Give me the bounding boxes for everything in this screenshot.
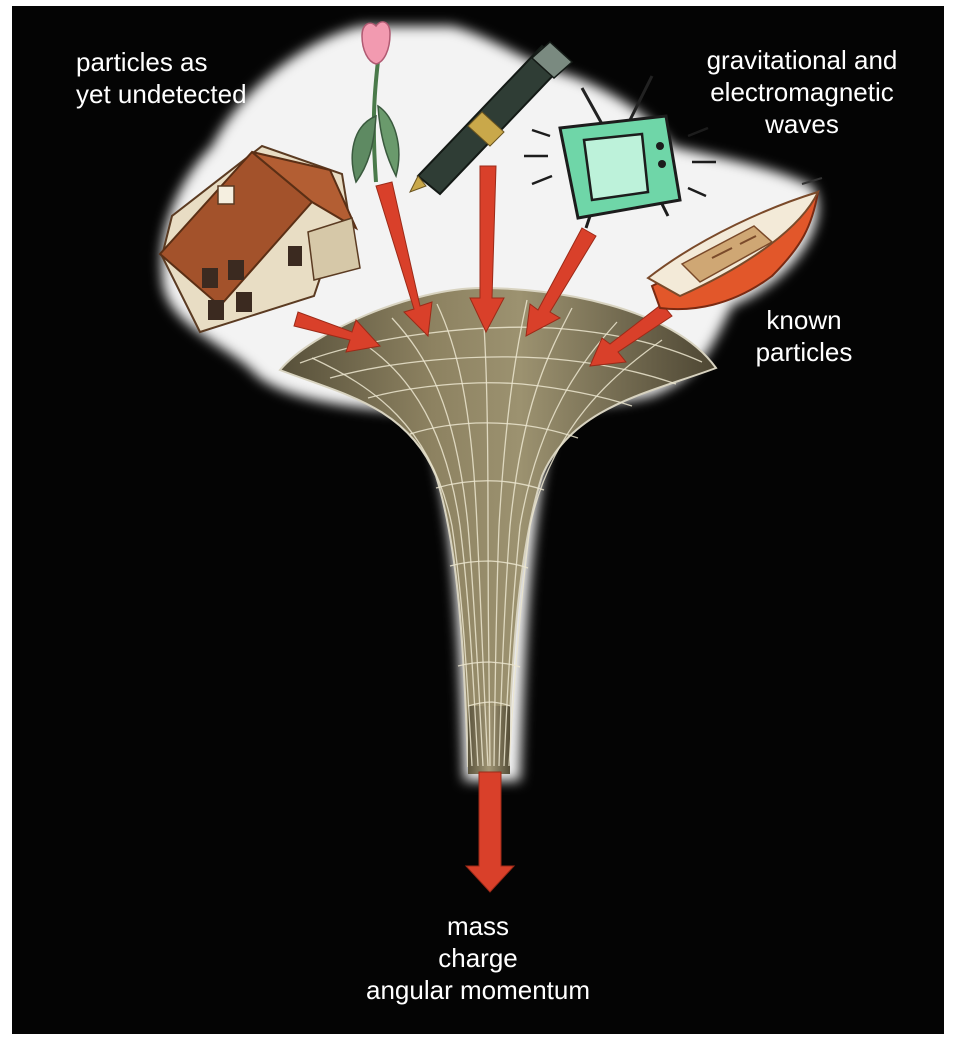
label-line: charge — [328, 942, 628, 974]
outgoing-arrow — [466, 772, 514, 892]
black-hole-illustration — [12, 6, 944, 1034]
label-line: known — [734, 304, 874, 336]
label-waves: gravitational and electromagnetic waves — [672, 44, 932, 140]
label-line: angular momentum — [328, 974, 628, 1006]
label-known-particles: known particles — [734, 304, 874, 368]
spacetime-funnel — [280, 288, 716, 774]
label-line: gravitational and — [672, 44, 932, 76]
label-line: yet undetected — [76, 78, 247, 110]
label-line: electromagnetic — [672, 76, 932, 108]
label-output-properties: mass charge angular momentum — [328, 910, 628, 1006]
label-line: waves — [672, 108, 932, 140]
label-line: mass — [328, 910, 628, 942]
label-line: particles — [734, 336, 874, 368]
label-line: particles as — [76, 46, 247, 78]
diagram-canvas: particles as yet undetected gravitationa… — [12, 6, 944, 1034]
label-undetected-particles: particles as yet undetected — [76, 46, 247, 110]
